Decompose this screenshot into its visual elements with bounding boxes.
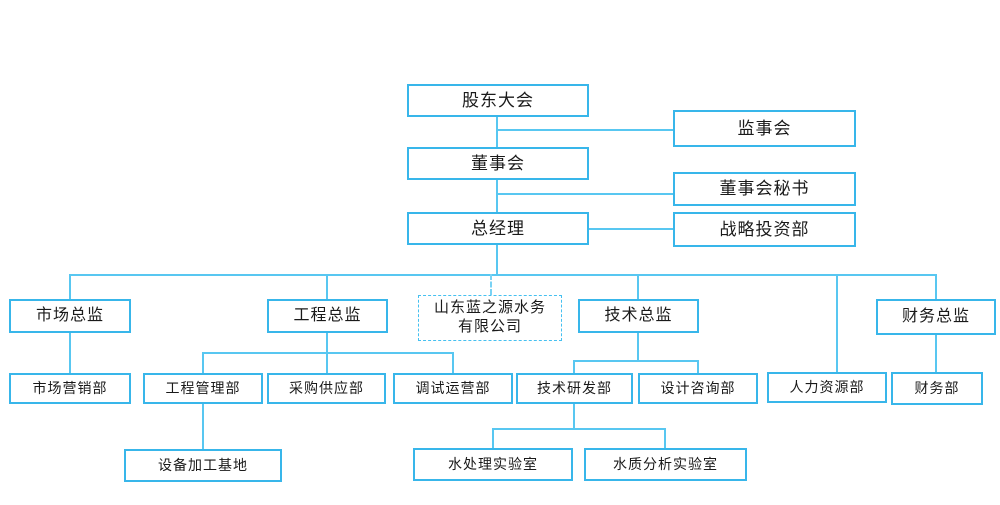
node-board-of-directors: 董事会 bbox=[407, 147, 589, 180]
connector-techrd-labs-subline bbox=[573, 404, 575, 429]
connector-drop-commissioning bbox=[452, 352, 454, 373]
connector-engineering-director-subline bbox=[326, 332, 328, 352]
connector-gm-strategic bbox=[589, 228, 673, 230]
connector-financedirector-financedept bbox=[935, 335, 937, 372]
connector-marketing-director-dept bbox=[69, 332, 71, 373]
node-technical-director: 技术总监 bbox=[578, 299, 699, 333]
node-technology-rd-dept: 技术研发部 bbox=[516, 373, 633, 404]
connector-drop-company-dashed bbox=[490, 274, 492, 295]
connector-gm-mainline bbox=[496, 245, 498, 275]
node-strategic-investment-dept: 战略投资部 bbox=[673, 212, 856, 247]
node-procurement-supply-dept: 采购供应部 bbox=[267, 373, 386, 404]
connector-labs-subline bbox=[492, 428, 666, 430]
connector-drop-hr bbox=[836, 274, 838, 373]
connector-branch-supervisory bbox=[497, 129, 673, 131]
node-engineering-management-dept: 工程管理部 bbox=[143, 373, 263, 404]
connector-engmgmt-equipmentbase bbox=[202, 404, 204, 449]
connector-board-gm bbox=[496, 180, 498, 212]
connector-technical-director-subline bbox=[637, 332, 639, 360]
connector-drop-marketing-director bbox=[69, 274, 71, 300]
node-board-secretary: 董事会秘书 bbox=[673, 172, 856, 206]
node-design-consulting-dept: 设计咨询部 bbox=[638, 373, 758, 404]
connector-technical-subline bbox=[573, 360, 699, 362]
node-engineering-director: 工程总监 bbox=[267, 299, 388, 333]
connector-drop-design-consulting bbox=[697, 360, 699, 373]
node-general-manager: 总经理 bbox=[407, 212, 589, 245]
connector-shareholders-board bbox=[496, 117, 498, 147]
node-company: 山东蓝之源水务 有限公司 bbox=[418, 295, 562, 341]
connector-mainline bbox=[69, 274, 937, 276]
connector-drop-finance-director bbox=[935, 274, 937, 300]
node-hr-dept: 人力资源部 bbox=[767, 372, 887, 403]
node-water-quality-analysis-lab: 水质分析实验室 bbox=[584, 448, 747, 481]
node-water-treatment-lab: 水处理实验室 bbox=[413, 448, 573, 481]
connector-drop-engineering-mgmt bbox=[202, 352, 204, 373]
node-commissioning-operation-dept: 调试运营部 bbox=[393, 373, 513, 404]
connector-drop-technical-director bbox=[637, 274, 639, 300]
connector-drop-tech-rd bbox=[573, 360, 575, 373]
node-marketing-director: 市场总监 bbox=[9, 299, 131, 333]
node-finance-dept: 财务部 bbox=[891, 372, 983, 405]
node-finance-director: 财务总监 bbox=[876, 299, 996, 335]
node-equipment-processing-base: 设备加工基地 bbox=[124, 449, 282, 482]
connector-branch-secretary bbox=[497, 193, 673, 195]
node-supervisory-board: 监事会 bbox=[673, 110, 856, 147]
connector-drop-procurement bbox=[326, 352, 328, 373]
node-shareholders-meeting: 股东大会 bbox=[407, 84, 589, 117]
connector-drop-water-quality-lab bbox=[664, 428, 666, 448]
node-marketing-dept: 市场营销部 bbox=[9, 373, 131, 404]
connector-drop-engineering-director bbox=[326, 274, 328, 300]
connector-drop-water-treatment-lab bbox=[492, 428, 494, 448]
